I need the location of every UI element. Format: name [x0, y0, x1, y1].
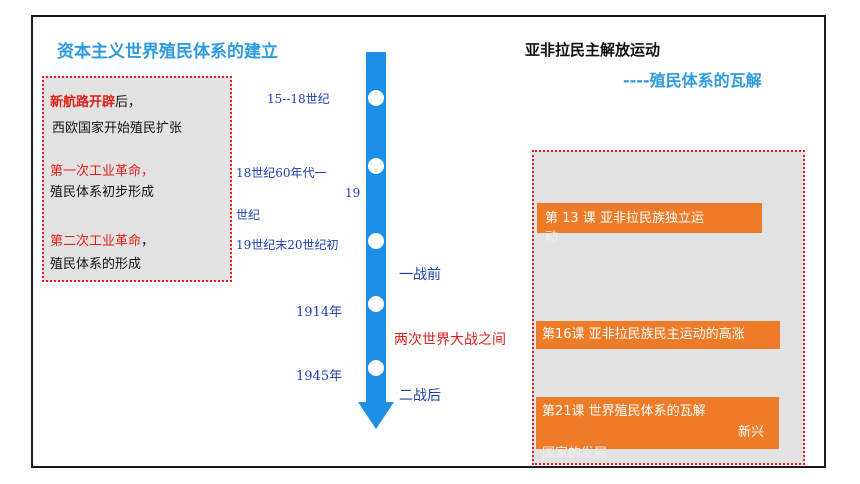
lesson-21-title: 第21课 世界殖民体系的瓦解 [542, 404, 706, 419]
slide-frame [31, 15, 826, 468]
right-subtitle: ----殖民体系的瓦解 [623, 71, 762, 90]
timeline-node-4 [367, 295, 385, 313]
item-1-suffix: 后， [115, 95, 142, 110]
item-1-highlight: 新航路开辟 [50, 95, 116, 110]
timeline-node-5 [367, 359, 385, 377]
timeline-shaft [366, 52, 386, 404]
time-label-4: 1914年 [296, 305, 343, 320]
timeline-node-2 [367, 157, 385, 175]
time-label-2: 18世纪60年代一 [236, 166, 327, 180]
timeline-node-1 [367, 89, 385, 107]
lesson-13-title: 第 13 课 亚非拉民族独立运 [545, 211, 704, 226]
time-label-1: 15--18世纪 [267, 92, 330, 106]
item-2-highlight: 第一次工业革命， [50, 164, 155, 179]
lesson-16[interactable]: 第16课 亚非拉民族民主运动的高涨 [536, 321, 780, 349]
timeline-node-3 [367, 232, 385, 250]
lesson-16-title: 第16课 亚非拉民族民主运动的高涨 [542, 327, 745, 342]
time-label-3: 19世纪末20世纪初 [236, 238, 339, 252]
phase-after-ww2: 二战后 [399, 388, 441, 404]
lesson-13[interactable]: 第 13 课 亚非拉民族独立运 动 [537, 203, 762, 245]
item-1-line-2: 西欧国家开始殖民扩张 [52, 121, 183, 136]
timeline-arrow [358, 52, 394, 429]
item-1-line-1: 新航路开辟后， [50, 91, 141, 110]
right-title: 亚非拉民主解放运动 [525, 41, 661, 59]
lesson-21[interactable]: 第21课 世界殖民体系的瓦解 新兴 国家的发展 [536, 397, 779, 461]
item-3-suffix: ， [141, 234, 155, 249]
item-3-highlight: 第二次工业革命 [50, 234, 142, 249]
phase-before-ww1: 一战前 [399, 267, 441, 283]
lesson-21-title-cont: 新兴 [738, 425, 765, 440]
item-2-line-2: 殖民体系初步形成 [50, 185, 155, 200]
timeline-arrowhead [358, 402, 394, 429]
phase-interwar: 两次世界大战之间 [394, 332, 506, 348]
left-title: 资本主义世界殖民体系的建立 [57, 42, 278, 62]
left-panel: 新航路开辟后， 西欧国家开始殖民扩张 第一次工业革命， 殖民体系初步形成 第二次… [42, 76, 232, 282]
lesson-21-title-tail: 国家的发展 [542, 446, 608, 461]
item-3-line-1: 第二次工业革命， [50, 230, 154, 249]
item-3-line-2: 殖民体系的形成 [50, 257, 142, 272]
time-label-5: 1945年 [296, 369, 343, 384]
time-label-2c: 世纪 [236, 208, 261, 222]
lesson-13-title-cont: 动 [545, 230, 559, 245]
time-label-2b: 19 [345, 186, 361, 200]
